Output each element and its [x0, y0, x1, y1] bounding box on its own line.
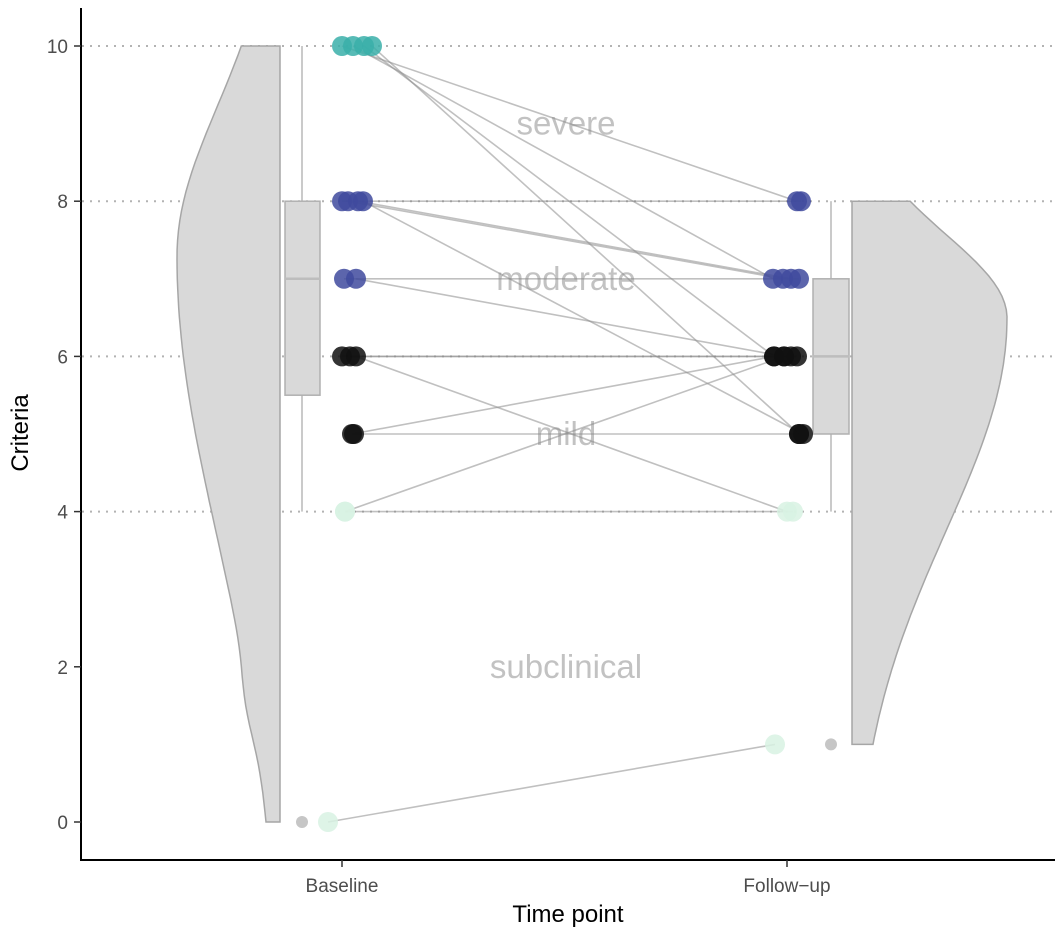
- data-point: [344, 424, 364, 444]
- pair-line: [352, 45, 774, 280]
- x-tick-label: Baseline: [306, 876, 379, 897]
- y-tick-label: 2: [57, 658, 68, 679]
- data-point: [362, 36, 382, 56]
- y-tick-label: 4: [57, 503, 68, 524]
- x-axis-title: Time point: [512, 901, 623, 928]
- y-tick-label: 10: [47, 37, 68, 58]
- data-point: [346, 268, 366, 289]
- pair-line: [362, 200, 804, 435]
- pair-line: [357, 200, 792, 280]
- pair-line: [371, 45, 800, 435]
- pair-line: [355, 278, 785, 358]
- data-point: [774, 346, 794, 367]
- density-baseline: [176, 45, 281, 823]
- y-ticks: 0 2 4 6 8 10: [47, 37, 81, 834]
- x-tick-label: Follow−up: [743, 876, 830, 897]
- data-point: [789, 268, 809, 289]
- boxplots: [284, 46, 850, 828]
- axes: [80, 8, 1055, 861]
- data-points: [318, 36, 813, 832]
- outlier-point: [296, 816, 308, 828]
- data-point: [789, 424, 809, 444]
- data-point: [353, 191, 373, 212]
- y-tick-label: 8: [57, 192, 68, 213]
- severity-label: subclinical: [490, 648, 642, 685]
- pair-line: [341, 45, 798, 202]
- pair-line: [344, 355, 785, 513]
- data-point: [318, 812, 338, 832]
- box: [284, 200, 321, 396]
- data-point: [783, 501, 803, 522]
- data-point: [765, 734, 785, 755]
- density-clouds: [176, 45, 1008, 823]
- x-ticks: Baseline Follow−up: [306, 860, 831, 897]
- pair-line: [347, 200, 784, 280]
- density-followup: [851, 200, 1008, 746]
- data-point: [335, 501, 355, 522]
- data-point: [346, 346, 366, 367]
- pair-line: [327, 743, 776, 823]
- pair-line: [351, 355, 775, 435]
- y-axis-title: Criteria: [7, 394, 34, 472]
- y-tick-label: 0: [57, 813, 68, 834]
- outlier-point: [825, 738, 837, 751]
- data-point: [791, 191, 811, 212]
- pair-lines: [327, 45, 804, 823]
- y-tick-label: 6: [57, 347, 68, 368]
